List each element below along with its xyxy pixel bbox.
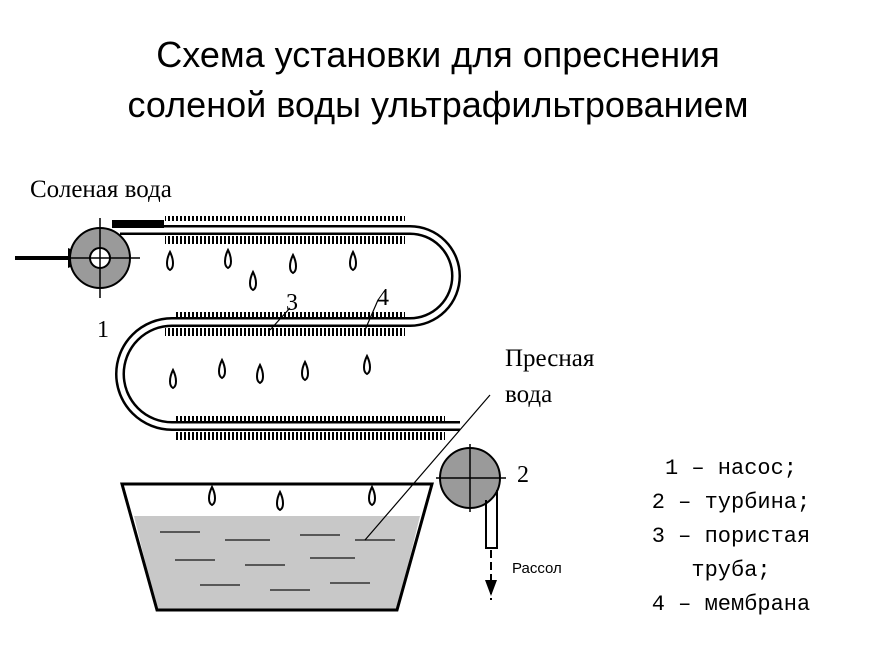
fresh-water-tank [120,482,434,612]
pump [60,218,164,298]
legend-item-membrane: 4 – мембрана [651,592,811,617]
membrane-hatching [165,216,445,440]
legend: 1 – насос; 2 – турбина; 3 – пористая тру… [600,452,862,622]
salt-water-label: Соленая вода [30,176,172,203]
brine-label: Рассол [512,560,562,577]
water-droplets [166,247,376,512]
turbine-number-label: 2 [517,462,529,488]
fresh-water-label-line-2: вода [505,381,552,408]
pump-number-label: 1 [97,317,109,343]
slide-title: Схема установки для опреснения соленой в… [0,30,876,130]
brine-arrow [485,550,497,600]
fresh-water-label-line-1: Пресная [505,345,595,372]
serpentine-pipe [115,225,461,431]
legend-item-porous-tube: 3 – пористая [651,524,811,549]
title-line-1: Схема установки для опреснения [156,34,720,75]
porous-tube-number-label: 3 [286,290,298,316]
legend-item-pump: 1 – насос; [664,456,798,481]
turbine [436,444,506,549]
title-line-2: соленой воды ультрафильтрованием [127,84,749,125]
legend-item-porous-tube-cont: труба; [691,558,771,583]
legend-item-turbine: 2 – турбина; [651,490,811,515]
membrane-number-label: 4 [377,285,389,311]
leader-lines [269,299,491,541]
